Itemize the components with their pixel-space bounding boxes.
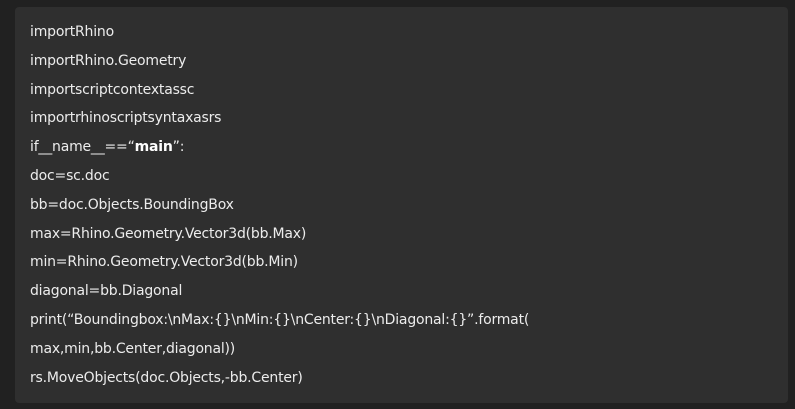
code-line: doc=sc.doc [30, 167, 110, 184]
code-line: max=Rhino.Geometry.Vector3d(bb.Max) [30, 225, 307, 242]
code-text: ”: [172, 139, 185, 156]
code-line: importRhino.Geometry [30, 52, 187, 69]
code-text: if__name__==“ [30, 139, 135, 156]
code-text-bold: main [134, 139, 173, 156]
code-line: max,min,bb.Center,diagonal)) [30, 340, 236, 357]
code-line: bb=doc.Objects.BoundingBox [30, 196, 234, 213]
code-line: min=Rhino.Geometry.Vector3d(bb.Min) [30, 254, 298, 271]
code-line: diagonal=bb.Diagonal [30, 283, 183, 300]
code-line: rs.MoveObjects(doc.Objects,-bb.Center) [30, 369, 303, 386]
code-line: print(“Boundingbox:\nMax:{}\nMin:{}\nCen… [30, 311, 530, 328]
code-block[interactable]: importRhino importRhino.Geometry imports… [15, 7, 788, 403]
code-line: importrhinoscriptsyntaxasrs [30, 110, 222, 127]
code-line: importRhino [30, 24, 114, 40]
code-line: if__name__==“main”: [30, 137, 788, 166]
code-line: importscriptcontextassc [30, 81, 195, 98]
